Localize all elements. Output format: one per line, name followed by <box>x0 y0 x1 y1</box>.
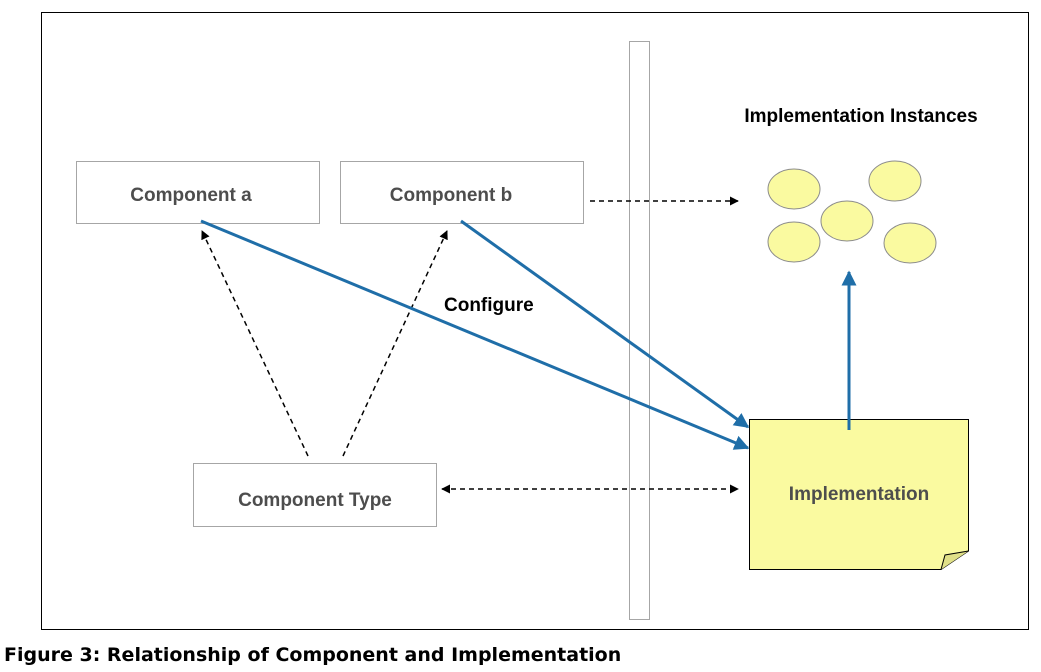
instance-ellipse[interactable] <box>883 222 937 264</box>
component-a-node[interactable]: Component a <box>76 161 320 224</box>
component-a-configure-arrow <box>200 219 750 450</box>
diagram-canvas: Component a Component b Component Type I… <box>41 12 1029 630</box>
instance-ellipse[interactable] <box>868 160 922 202</box>
component-type-label: Component Type <box>238 490 392 511</box>
component-b-box <box>340 161 584 224</box>
component-type-box <box>193 463 437 527</box>
component-a-label: Component a <box>130 185 252 206</box>
component-b-label: Component b <box>390 185 512 206</box>
component-b-node[interactable]: Component b <box>340 161 584 224</box>
component-type-node[interactable]: Component Type <box>193 463 437 527</box>
type-to-component-a-arrow <box>201 230 309 457</box>
implementation-label: Implementation <box>789 484 929 505</box>
implementation-instances-group <box>767 160 937 264</box>
implementation-node[interactable]: Implementation <box>749 419 969 570</box>
component-a-box <box>76 161 320 224</box>
boundary-bar <box>629 41 650 620</box>
instance-ellipse[interactable] <box>767 221 821 263</box>
figure-caption: Figure 3: Relationship of Component and … <box>4 644 622 666</box>
configure-label: Configure <box>444 295 534 316</box>
instance-ellipse[interactable] <box>820 200 874 242</box>
instance-ellipse[interactable] <box>767 168 821 210</box>
implementation-note-fold <box>940 550 969 570</box>
component-b-configure-arrow <box>460 219 750 429</box>
implementation-instances-title: Implementation Instances <box>744 106 977 127</box>
